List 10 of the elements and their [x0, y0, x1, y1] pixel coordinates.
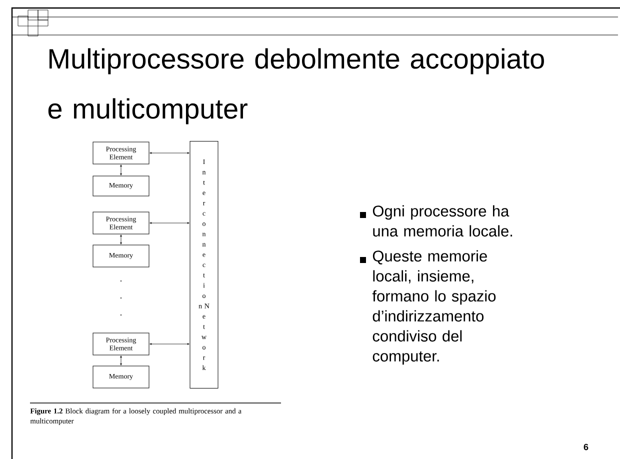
bullet-text: Ogni processore ha una memoria locale. — [372, 205, 512, 237]
arrow — [120, 234, 122, 244]
arrow — [120, 164, 122, 176]
arrow — [150, 222, 190, 224]
arrow — [150, 152, 190, 154]
page-number: 6 — [584, 444, 588, 450]
slide-title: Multiprocessore debolmente accoppiato e multicomputer — [48, 48, 544, 124]
arrow — [150, 343, 190, 345]
bullet-text: Queste memorie locali, insieme, formano lo spazio d’indirizzamento condiviso del computer. — [372, 250, 496, 365]
arrow — [120, 356, 122, 366]
